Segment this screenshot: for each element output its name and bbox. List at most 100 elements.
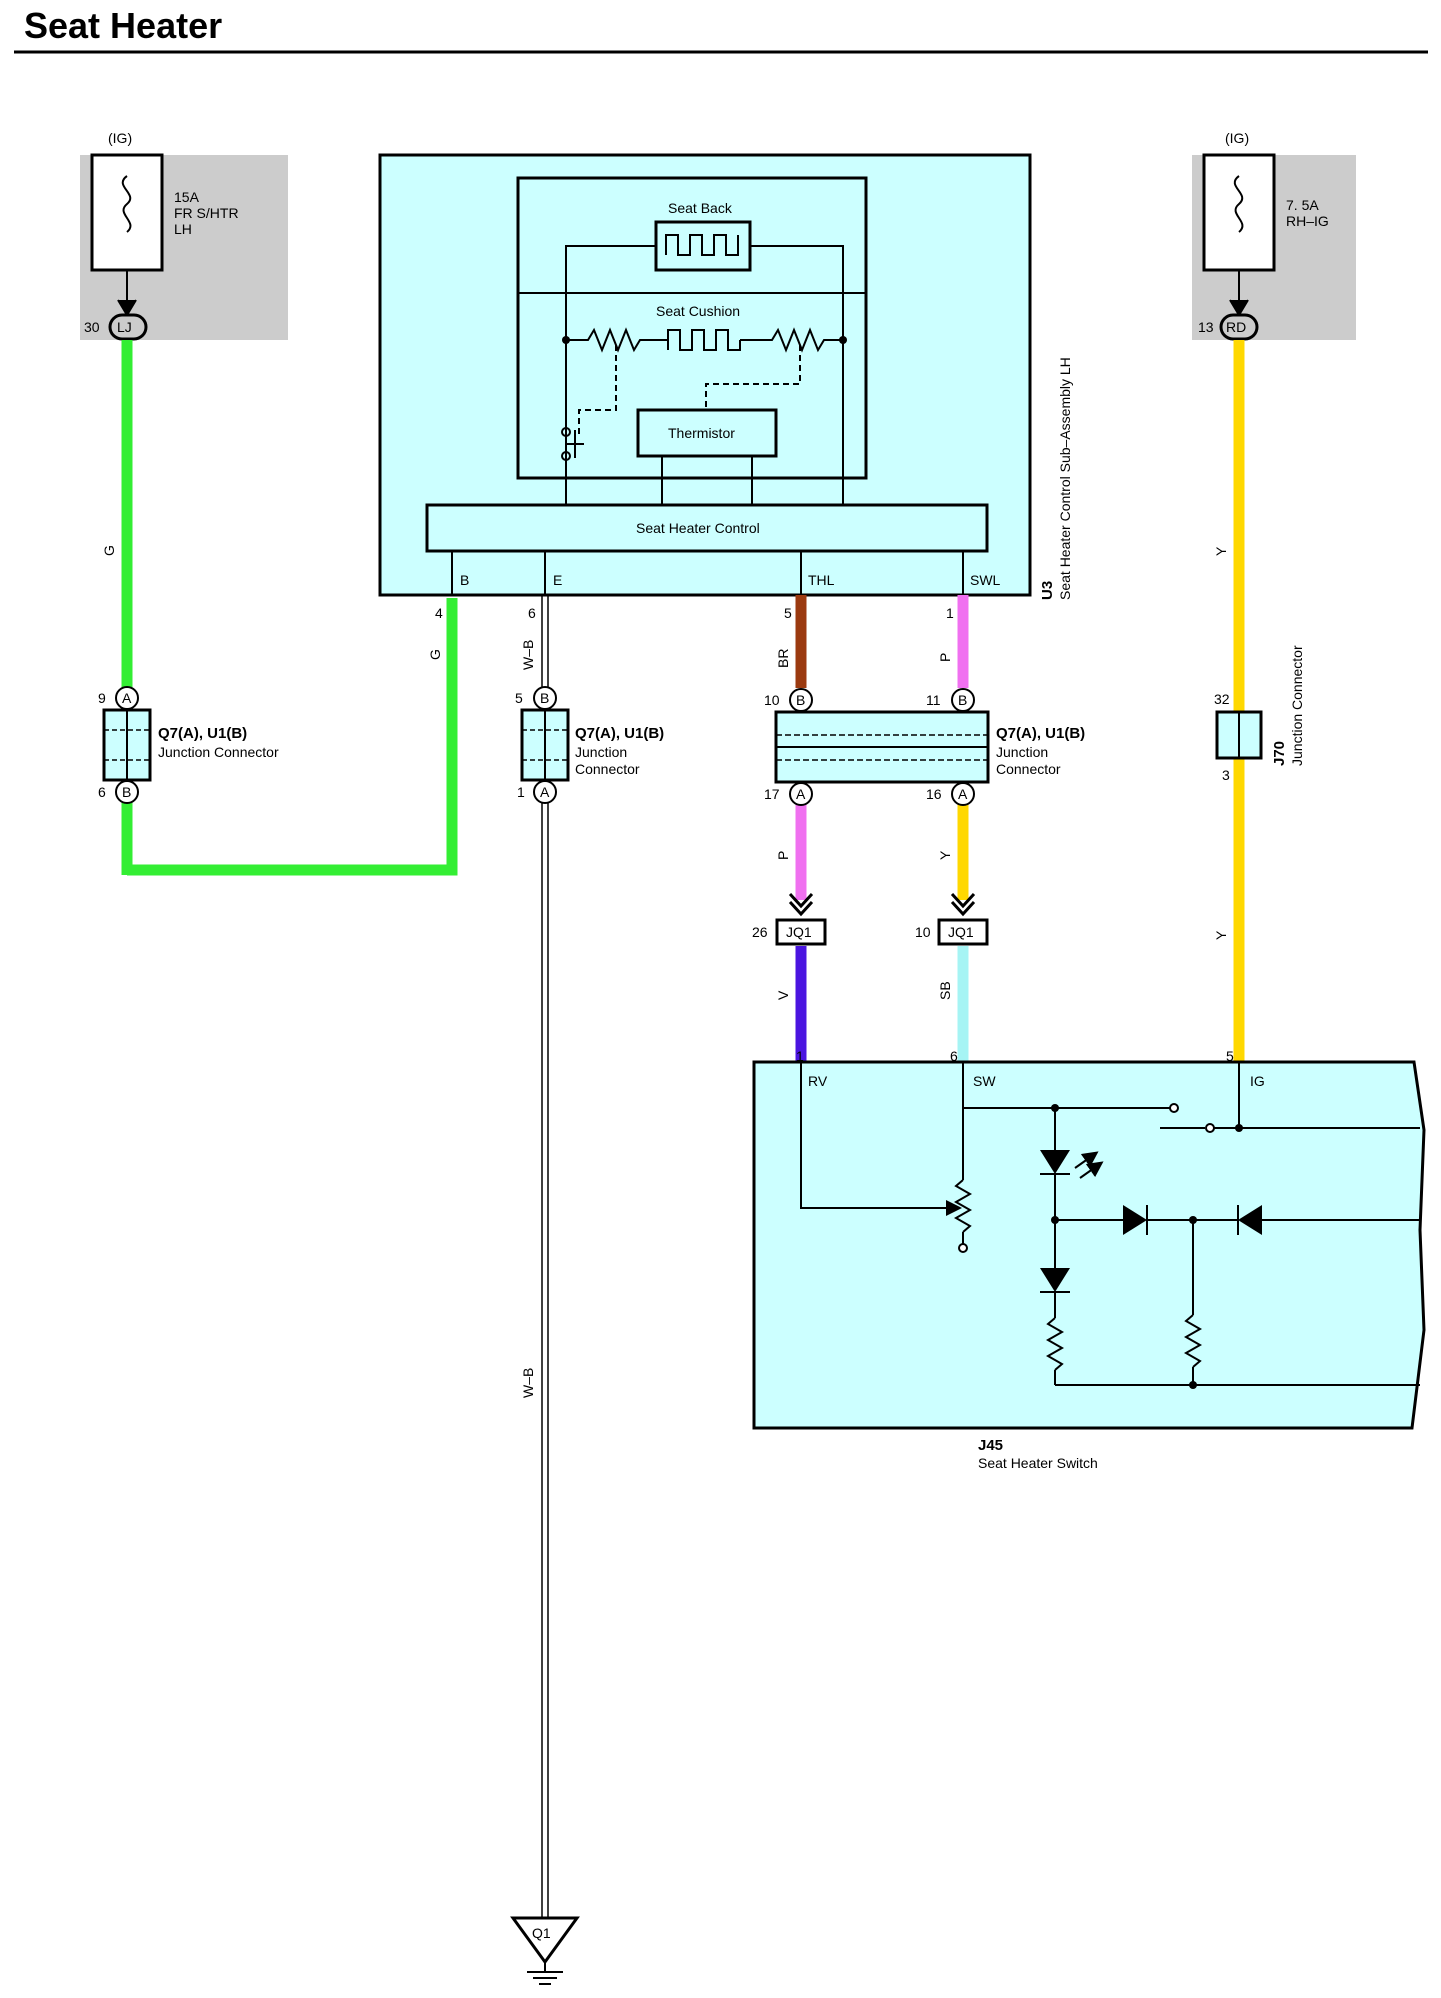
fuse-left-body <box>90 153 164 272</box>
jc-left-conn-bot: B <box>122 784 131 800</box>
j45-terminal-ig: IG <box>1250 1073 1265 1089</box>
jc-mid-pin-top: 5 <box>515 690 523 706</box>
diode-left-icon <box>1123 1205 1147 1235</box>
jc-left: A 9 B 6 Q7(A), U1(B) Junction Connector <box>98 686 279 804</box>
jc-right-conn-tl: B <box>796 692 805 708</box>
jc-left-pin-top: 9 <box>98 690 106 706</box>
jc-mid-pin-bot: 1 <box>517 784 525 800</box>
connector-rd-label: RD <box>1226 319 1246 335</box>
wire-label-sb: SB <box>937 981 953 1000</box>
wire-swl: P Y SB <box>937 595 969 1062</box>
ground-triangle-icon <box>510 1916 580 1965</box>
fuse-left-name-1: FR S/HTR <box>174 205 239 221</box>
ground-q1: Q1 <box>510 1916 580 1985</box>
jc-right-pin-tl: 10 <box>764 692 780 708</box>
thermistor-box <box>636 408 778 458</box>
j70-pin-top: 32 <box>1214 691 1230 707</box>
jq1-left-arrow-icon <box>788 892 814 917</box>
terminal-swl: SWL <box>970 572 1001 588</box>
wire-label-p-1: P <box>937 653 953 662</box>
jc-right-conn-br: A <box>958 786 968 802</box>
fuse-left-rating: 15A <box>174 189 200 205</box>
fuse-left-ig-label: (IG) <box>108 130 132 146</box>
jq1-right <box>937 918 989 946</box>
j70-id: J70 <box>1271 741 1288 766</box>
wire-label-wb-1: W–B <box>520 640 536 670</box>
led-icon <box>1040 1150 1070 1174</box>
jc-right-conn-tr: B <box>958 692 967 708</box>
wire-label-y-2: Y <box>937 850 953 860</box>
jq1-left-label: JQ1 <box>786 924 812 940</box>
seat-heater-control-label: Seat Heater Control <box>636 520 760 536</box>
jc-left-name: Q7(A), U1(B) <box>158 725 247 742</box>
wire-label-wb-2: W–B <box>520 1368 536 1398</box>
fuse-right-name: RH–IG <box>1286 213 1329 229</box>
resistor-left-icon <box>1045 1317 1065 1371</box>
wire-yellow-right: Y Y <box>1213 340 1245 1062</box>
jc-right-pin-br: 16 <box>926 786 942 802</box>
jc-left-pin-bot: 6 <box>98 784 106 800</box>
jc-mid-conn-bot: A <box>540 784 550 800</box>
wire-label-g-2: G <box>427 649 443 660</box>
jc-right-name: Q7(A), U1(B) <box>996 725 1085 742</box>
pin-b: 4 <box>435 605 443 621</box>
jq1-left <box>775 918 827 946</box>
fuse-left-element-icon <box>121 175 132 233</box>
resistor-right-icon <box>1183 1314 1203 1368</box>
fuse-right-ig-label: (IG) <box>1225 130 1249 146</box>
jc-right-pin-tr: 11 <box>926 692 941 708</box>
thermistor-label: Thermistor <box>668 425 735 441</box>
j45-pin-sw: 6 <box>950 1048 958 1064</box>
connector-rd <box>1219 313 1259 341</box>
wire-label-y-1: Y <box>1213 546 1229 556</box>
jq1-right-arrow-icon <box>950 892 976 917</box>
j70-connector: 32 3 J70 Junction Connector <box>1214 645 1305 783</box>
j70-name: Junction Connector <box>1289 645 1305 766</box>
j45-terminal-sw: SW <box>973 1073 996 1089</box>
jq1-connectors: JQ1 26 JQ1 10 <box>752 892 989 946</box>
wire-green: G G <box>101 340 458 876</box>
diode-lower-icon <box>1040 1268 1070 1292</box>
j45-switch: 1 6 5 RV SW IG <box>752 1048 1426 1471</box>
j45-pin-ig: 5 <box>1226 1048 1234 1064</box>
potentiometer-icon <box>953 1179 973 1233</box>
j70-pin-bot: 3 <box>1222 767 1230 783</box>
jc-right-conn-bl: A <box>796 786 806 802</box>
u3-module: Seat Back Seat Cushion Thermistor <box>378 153 1073 621</box>
wire-wb: W–B W–B <box>520 595 549 1935</box>
cushion-heater-icon <box>667 329 741 351</box>
wire-label-g-1: G <box>101 545 117 556</box>
jq1-left-pin: 26 <box>752 924 768 940</box>
fuse-right-body <box>1202 153 1276 272</box>
terminal-e: E <box>553 572 562 588</box>
ground-label: Q1 <box>532 1925 551 1941</box>
seat-cushion-label: Seat Cushion <box>656 303 740 319</box>
cushion-resistor-right-icon <box>740 327 843 353</box>
fuse-right-element-icon <box>1233 175 1244 233</box>
wire-label-br: BR <box>775 649 791 668</box>
fuse-right-rating: 7. 5A <box>1286 197 1319 213</box>
connector-lj <box>108 313 148 341</box>
connector-rd-pin: 13 <box>1198 319 1214 335</box>
wire-label-p-2: P <box>775 851 791 860</box>
u3-name: Seat Heater Control Sub–Assembly LH <box>1057 357 1073 600</box>
jc-left-conn-top: A <box>122 690 132 706</box>
j45-terminal-rv: RV <box>808 1073 828 1089</box>
wire-thl: BR P V <box>775 595 807 1062</box>
terminal-b: B <box>460 572 469 588</box>
jc-mid-conn-top: B <box>540 690 549 706</box>
wire-label-y-3: Y <box>1213 930 1229 940</box>
jc-left-desc: Junction Connector <box>158 744 279 760</box>
fuse-left-name-2: LH <box>174 221 192 237</box>
seat-heater-control-box <box>425 503 989 553</box>
jc-mid-desc-2: Connector <box>575 761 640 777</box>
pin-thl: 5 <box>784 605 792 621</box>
connector-lj-pin: 30 <box>84 319 100 335</box>
jc-mid-name: Q7(A), U1(B) <box>575 725 664 742</box>
fuse-left: (IG) 15A FR S/HTR LH LJ 30 <box>80 130 288 341</box>
jc-mid-desc-1: Junction <box>575 744 627 760</box>
pin-swl: 1 <box>946 605 954 621</box>
jc-right-pin-bl: 17 <box>764 786 780 802</box>
jc-right-desc-1: Junction <box>996 744 1048 760</box>
